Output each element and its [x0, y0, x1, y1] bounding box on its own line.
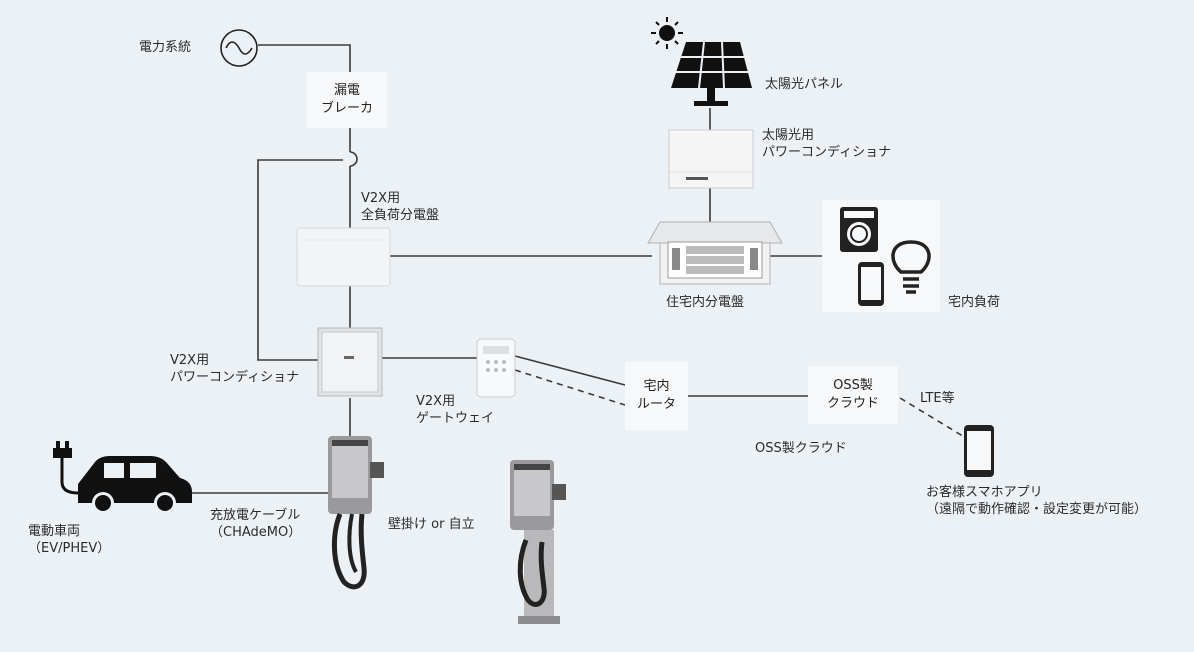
v2x-pcs-device [317, 327, 383, 397]
oss-cloud-label: OSS製クラウド [755, 441, 847, 456]
connection-lines [190, 44, 822, 494]
ev-label: 電動車両 （EV/PHEV） [28, 523, 110, 557]
v2x-gateway-label-line1: V2X用 [416, 394, 456, 409]
wall-charger-device [328, 436, 384, 590]
breaker-label-line2: ブレーカ [320, 101, 373, 116]
home-panel-label: 住宅内分電盤 [666, 295, 745, 310]
sun-icon [651, 17, 683, 49]
home-distribution-panel [647, 221, 783, 285]
router-label: 宅内 ルータ [625, 362, 688, 430]
ac-source-icon [220, 29, 258, 67]
v2x-distribution-panel [296, 227, 391, 287]
oss-box-label: OSS製 クラウド [808, 366, 898, 424]
plug-icon [53, 441, 79, 495]
v2x-pcs-label-line1: V2X用 [170, 353, 210, 368]
cable-label-line2: （CHAdeMO） [210, 525, 302, 540]
solar-pcs-label: 太陽光用 パワーコンディショナ [762, 127, 891, 161]
solar-pcs-label-line2: パワーコンディショナ [762, 145, 892, 160]
app-label: お客様スマホアプリ （遠隔で動作確認・設定変更が可能） [926, 484, 1147, 518]
v2x-panel-label-line1: V2X用 [361, 191, 401, 206]
breaker-label: 漏電 ブレーカ [307, 72, 387, 128]
customer-smartphone-icon [964, 425, 994, 477]
v2x-pcs-label-line2: パワーコンディショナ [170, 370, 300, 385]
cable-label-line1: 充放電ケーブル [210, 508, 301, 523]
ev-label-line1: 電動車両 [28, 524, 81, 539]
v2x-panel-label: V2X用 全負荷分電盤 [361, 190, 439, 224]
v2x-pcs-label: V2X用 パワーコンディショナ [170, 352, 299, 386]
light-bulb-icon [891, 240, 931, 294]
solar-panel-icon [671, 41, 752, 106]
grid-label: 電力系統 [139, 40, 192, 55]
solar-pcs-label-line1: 太陽光用 [762, 128, 815, 143]
mount-label: 壁掛け or 自立 [388, 517, 475, 532]
standalone-charger-device [510, 460, 566, 624]
router-label-line2: ルータ [636, 397, 676, 412]
v2x-gateway-label-line2: ゲートウェイ [416, 411, 495, 426]
smartphone-icon [858, 262, 884, 306]
breaker-label-line1: 漏電 [333, 83, 360, 98]
solar-pcs-device [668, 129, 754, 189]
cable-label: 充放電ケーブル （CHAdeMO） [210, 507, 301, 541]
router-label-line1: 宅内 [643, 379, 670, 394]
v2x-gateway-device [476, 338, 516, 398]
app-label-line2: （遠隔で動作確認・設定変更が可能） [926, 502, 1148, 517]
oss-box-label-line2: クラウド [826, 396, 879, 411]
app-label-line1: お客様スマホアプリ [926, 485, 1043, 500]
home-load-label: 宅内負荷 [948, 295, 1001, 310]
ev-label-line2: （EV/PHEV） [28, 541, 111, 556]
lte-label: LTE等 [920, 391, 955, 406]
solar-panel-label: 太陽光パネル [765, 77, 844, 92]
wireless-links [514, 369, 967, 439]
v2x-gateway-label: V2X用 ゲートウェイ [416, 393, 494, 427]
ev-car-icon [78, 456, 192, 514]
oss-box-label-line1: OSS製 [833, 378, 873, 393]
v2x-panel-label-line2: 全負荷分電盤 [361, 208, 440, 223]
washing-machine-icon [840, 207, 878, 252]
